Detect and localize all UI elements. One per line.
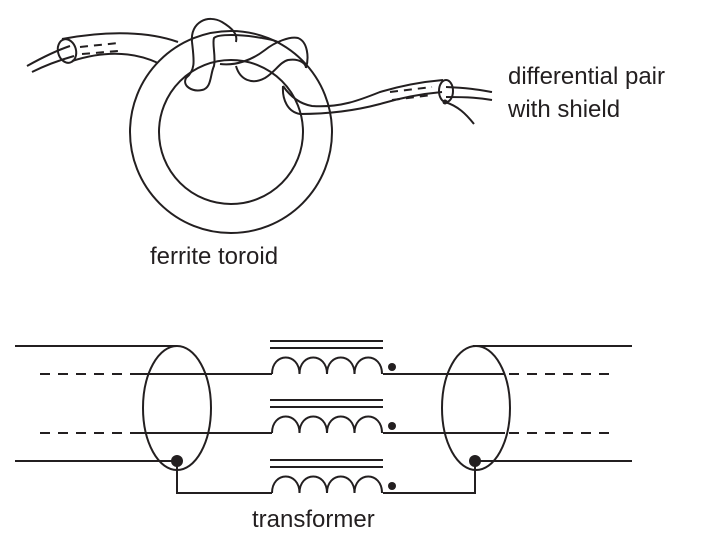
- cable-left-lower: [71, 52, 159, 64]
- cable-twist-a: [219, 36, 309, 69]
- wire-right-1: [445, 86, 493, 93]
- coil: [271, 475, 383, 494]
- wire-left-2: [31, 55, 75, 73]
- inner-wire-right-a: [389, 86, 433, 93]
- toroid-outer: [129, 30, 333, 234]
- shielded-cable: [26, 17, 493, 125]
- shield-drain-wire: [444, 101, 475, 125]
- inner-wire-left-b: [81, 50, 119, 55]
- cable-right-upper: [282, 79, 444, 108]
- polarity-dot: [388, 482, 396, 490]
- cable-left-upper: [61, 32, 179, 43]
- inner-wire-left-a: [79, 42, 119, 48]
- toroid-inner: [158, 59, 304, 205]
- polarity-dot: [388, 422, 396, 430]
- transformer-winding-2: [270, 399, 396, 434]
- cable-right-lower: [281, 85, 443, 116]
- coil: [271, 415, 383, 434]
- wire-left-1: [26, 45, 71, 67]
- ground-line-right: [383, 461, 476, 494]
- polarity-dot: [388, 363, 396, 371]
- inner-wire-right-b: [391, 94, 433, 101]
- toroid-label: ferrite toroid: [150, 243, 279, 270]
- cable-twist-b: [235, 58, 307, 83]
- cable-end-right: [438, 79, 454, 103]
- ferrite-toroid: [129, 30, 333, 234]
- transformer-winding-1: [270, 340, 396, 375]
- ground-line-left: [176, 461, 272, 494]
- transformer-winding-3: [270, 459, 396, 494]
- transformer-circuit: [15, 340, 632, 494]
- cable-label-line1: differential pair: [508, 63, 665, 90]
- shield-ellipse-right: [441, 345, 511, 471]
- wire-right-2: [445, 96, 493, 101]
- cable-twist-c: [261, 37, 281, 45]
- cable-loop-front: [184, 34, 263, 92]
- shield-ellipse-left: [142, 345, 212, 471]
- shield-junction-dot: [442, 99, 448, 105]
- coil: [271, 356, 383, 375]
- cable-label-line2: with shield: [508, 96, 621, 123]
- transformer-label: transformer: [252, 506, 375, 533]
